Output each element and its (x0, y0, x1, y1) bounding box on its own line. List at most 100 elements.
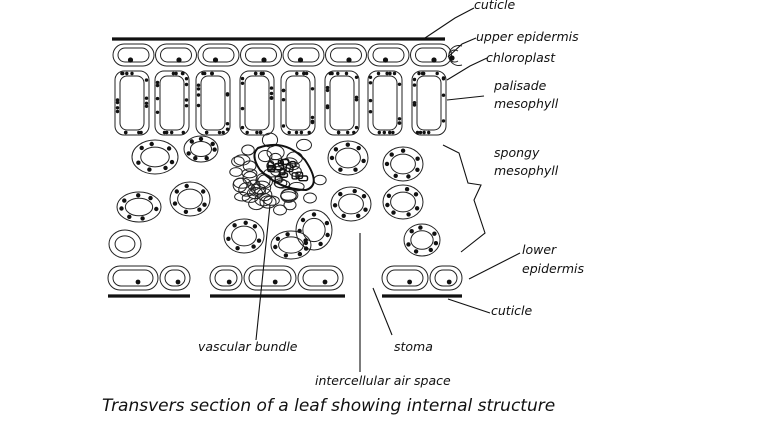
nucleus (446, 279, 452, 285)
chloroplast (170, 130, 174, 135)
chloroplast (356, 213, 361, 218)
chloroplast (184, 104, 189, 108)
chloroplast (269, 91, 274, 96)
chloroplast (186, 151, 191, 156)
chloroplast (389, 152, 394, 157)
xylem-vessel (280, 158, 290, 165)
chloroplast (356, 145, 361, 151)
epidermis-cell-wall (112, 43, 155, 67)
chloroplast (144, 101, 149, 106)
chloroplast (345, 142, 350, 147)
chloroplast (324, 220, 330, 226)
chloroplast (251, 244, 256, 249)
chloroplast (400, 148, 406, 153)
bundle-sheath-cell (303, 192, 317, 204)
chloroplast (412, 77, 417, 82)
chloroplast (397, 121, 402, 125)
chloroplast (181, 130, 185, 135)
chloroplast (325, 88, 330, 93)
palisade-layer (114, 70, 447, 136)
vascular-bundle (229, 132, 327, 216)
palisade-cell-wall (280, 70, 316, 136)
chloroplast (115, 109, 120, 114)
chloroplast (418, 225, 423, 230)
chloroplast (382, 130, 386, 135)
chloroplast (363, 207, 368, 212)
chloroplast (225, 93, 230, 97)
chloroplast (409, 229, 414, 234)
chloroplast (427, 130, 431, 135)
spongy-cell-wall (183, 135, 219, 163)
epidermis-cell-inner (117, 47, 150, 63)
chloroplast (391, 130, 395, 135)
chloroplast (181, 71, 185, 76)
spongy-cell-wall (108, 229, 142, 259)
bundle-sheath-cell (280, 191, 297, 201)
guard-cell-wall (209, 265, 243, 291)
chloroplast (418, 130, 423, 135)
bundle-sheath-cell (252, 180, 272, 195)
epidermis-cell-wall (410, 43, 452, 67)
chloroplast (136, 160, 141, 165)
nucleus (382, 57, 389, 63)
epidermis-cell-inner (160, 47, 192, 63)
palisade-cell-wall (239, 70, 275, 136)
chloroplast (287, 130, 291, 135)
nucleus (431, 57, 437, 63)
chloroplast (435, 71, 439, 76)
palisade-cell-inner (372, 75, 398, 131)
palisade-cell-inner (244, 75, 270, 131)
chloroplast (240, 76, 245, 81)
chloroplast (144, 104, 149, 109)
bundle-sheath-cell (232, 177, 248, 193)
label-intercellular-air-space: intercellular air space (315, 373, 451, 388)
guard-cell-inner (386, 269, 424, 287)
chloroplast (354, 125, 359, 130)
guard-cell-inner (214, 269, 238, 287)
lower-epidermis-cell-wall (297, 265, 344, 291)
spongy-cell-wall (270, 230, 312, 260)
chloroplast (281, 98, 286, 102)
chloroplast (149, 141, 154, 147)
chloroplast (377, 130, 381, 135)
chloroplast (397, 82, 402, 87)
chloroplast (304, 71, 309, 76)
chloroplast (310, 87, 315, 91)
label-cuticle-bottom: cuticle (491, 303, 533, 318)
epidermis-cell-inner (245, 47, 277, 63)
chloroplast (441, 77, 446, 81)
chloroplast (184, 183, 189, 189)
epidermis-cell-inner (287, 47, 320, 63)
lower-epidermis-cell-wall (243, 265, 297, 291)
chloroplast (354, 75, 359, 80)
chloroplast (196, 93, 201, 97)
spongy-cell-inner (410, 230, 434, 250)
chloroplast (226, 236, 231, 241)
lower-epidermis-cell-inner (164, 269, 186, 287)
chloroplast (169, 159, 175, 165)
spongy-cell-inner (231, 225, 257, 247)
chloroplast (130, 71, 134, 76)
chloroplast (397, 117, 402, 121)
xylem-vessel (291, 172, 299, 180)
chloroplast (361, 194, 367, 199)
bundle-sheath-cell (259, 195, 277, 209)
bundle-sheath-cell (233, 154, 251, 166)
chloroplast (346, 130, 350, 135)
spongy-cell-wall (131, 139, 179, 175)
palisade-cell-wall (114, 70, 150, 136)
palisade-cell-wall (367, 70, 403, 136)
chloroplast (376, 71, 381, 76)
chloroplast (123, 130, 128, 135)
chloroplast (225, 127, 230, 131)
chloroplast (352, 130, 356, 135)
palisade-cell-wall (195, 70, 231, 136)
label-chloroplast: chloroplast (486, 50, 556, 65)
chloroplast (406, 242, 411, 247)
xylem-region (253, 144, 315, 192)
chloroplast (144, 96, 149, 100)
chloroplast (197, 207, 202, 212)
chloroplast (127, 214, 132, 219)
chloroplast (311, 212, 317, 217)
nucleus (322, 279, 328, 285)
